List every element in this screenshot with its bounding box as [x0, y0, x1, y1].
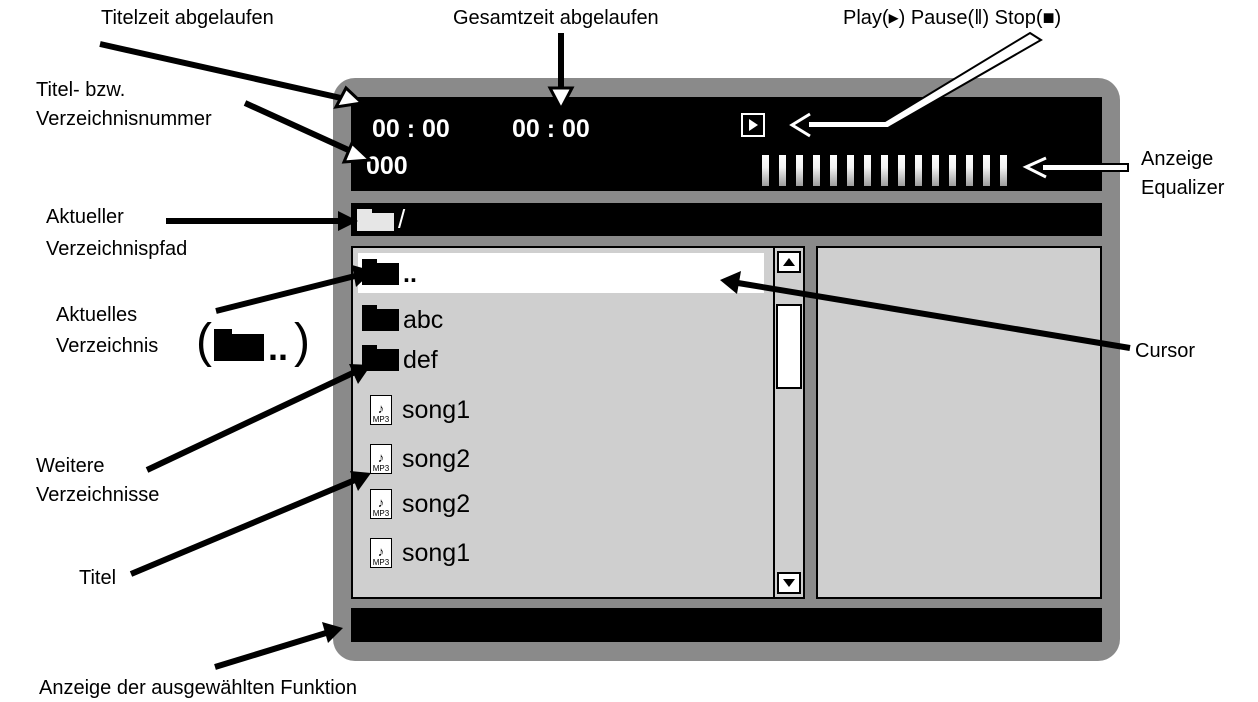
- scroll-down-button[interactable]: [777, 572, 801, 594]
- label-current-path-line1: Aktueller: [46, 206, 124, 228]
- path-folder-tab: [357, 209, 372, 214]
- arrow-tracks: [129, 471, 371, 577]
- folder-icon: [362, 305, 399, 331]
- arrow-current-path: [166, 211, 358, 231]
- label-equalizer-line2: Equalizer: [1141, 177, 1225, 199]
- track-list-item[interactable]: ♪MP3 song1: [362, 390, 470, 430]
- label-current-path-line2: Verzeichnispfad: [46, 238, 188, 260]
- folder-list-item[interactable]: abc: [362, 300, 443, 340]
- mp3-file-icon: ♪MP3: [370, 538, 392, 568]
- folder-list-item[interactable]: ..: [362, 254, 417, 294]
- label-equalizer-line1: Anzeige: [1141, 148, 1214, 170]
- equalizer-bar: [762, 155, 769, 186]
- folder-icon: [362, 259, 399, 285]
- arrow-up-icon: [783, 258, 795, 266]
- label-play-pause-stop: Play(▸) Pause(‖) Stop(■): [843, 7, 1062, 29]
- arrow-more-dirs: [145, 364, 371, 473]
- scrollbar-thumb[interactable]: [776, 304, 802, 389]
- list-item-label: song2: [402, 445, 471, 473]
- track-list-item[interactable]: ♪MP3 song1: [362, 533, 470, 573]
- label-cursor: Cursor: [1135, 340, 1196, 362]
- equalizer-bar: [864, 155, 871, 186]
- cursor-highlight[interactable]: [358, 253, 764, 293]
- label-current-dir-line2: Verzeichnis: [56, 335, 159, 357]
- path-folder-icon: [357, 213, 394, 231]
- label-function-display: Anzeige der ausgewählten Funktion: [39, 677, 357, 699]
- mp3-file-icon: ♪MP3: [370, 444, 392, 474]
- label-track-number-line2: Verzeichnisnummer: [36, 108, 212, 130]
- file-list-panel: [351, 246, 805, 599]
- arrow-cursor: [720, 271, 1131, 351]
- mp3-file-icon: ♪MP3: [370, 395, 392, 425]
- list-item-label: ..: [403, 260, 417, 288]
- folder-icon: [362, 345, 399, 371]
- equalizer-bar: [966, 155, 973, 186]
- arrow-track-number: [243, 100, 374, 164]
- equalizer-bar: [813, 155, 820, 186]
- path-bar: [351, 203, 1102, 236]
- arrow-current-dir: [215, 265, 373, 314]
- path-text: /: [398, 204, 406, 234]
- folder-list-item[interactable]: def: [362, 340, 438, 380]
- equalizer-bar: [881, 155, 888, 186]
- list-item-label: song1: [402, 539, 471, 567]
- arrow-total-time: [547, 33, 575, 113]
- track-list-item[interactable]: ♪MP3 song2: [362, 439, 470, 479]
- label-more-dirs-line2: Verzeichnisse: [36, 484, 160, 506]
- label-more-dirs-line1: Weitere: [36, 455, 105, 477]
- track-number-value: 000: [366, 152, 408, 180]
- status-display: [351, 97, 1102, 191]
- label-title-time: Titelzeit abgelaufen: [101, 7, 274, 29]
- arrow-function-display: [214, 622, 343, 670]
- equalizer-bar: [983, 155, 990, 186]
- arrow-down-icon: [783, 579, 795, 587]
- label-current-dir-line1: Aktuelles: [56, 304, 138, 326]
- play-status-icon: [741, 113, 765, 137]
- scrollbar-divider: [773, 248, 775, 597]
- current-dir-open-paren: (: [196, 315, 212, 368]
- track-list-item[interactable]: ♪MP3 song2: [362, 484, 470, 524]
- list-item-label: song2: [402, 490, 471, 518]
- title-time-value: 00 : 00: [372, 115, 450, 143]
- equalizer-bar: [779, 155, 786, 186]
- current-dir-folder-icon: [214, 334, 264, 361]
- scroll-up-button[interactable]: [777, 251, 801, 273]
- label-tracks: Titel: [79, 567, 117, 589]
- equalizer-bar: [898, 155, 905, 186]
- equalizer-bar: [1000, 155, 1007, 186]
- arrow-title-time: [99, 41, 366, 109]
- arrow-equalizer: [1022, 156, 1129, 179]
- mp3-file-icon: ♪MP3: [370, 489, 392, 519]
- current-dir-folder-tab: [214, 329, 232, 335]
- equalizer-bar: [915, 155, 922, 186]
- current-dir-symbol: ..: [268, 327, 289, 368]
- label-total-time: Gesamtzeit abgelaufen: [453, 7, 659, 29]
- total-time-value: 00 : 00: [512, 115, 590, 143]
- list-item-label: song1: [402, 396, 471, 424]
- equalizer-bar: [932, 155, 939, 186]
- list-item-label: def: [403, 346, 438, 374]
- arrow-play-status: [789, 31, 1043, 138]
- equalizer-bar: [830, 155, 837, 186]
- list-item-label: abc: [403, 306, 444, 334]
- current-dir-close-paren: ): [294, 315, 310, 368]
- equalizer-bar: [847, 155, 854, 186]
- equalizer-bar: [796, 155, 803, 186]
- equalizer-bar: [949, 155, 956, 186]
- function-display-bar: [351, 608, 1102, 642]
- label-track-number-line1: Titel- bzw.: [36, 79, 126, 101]
